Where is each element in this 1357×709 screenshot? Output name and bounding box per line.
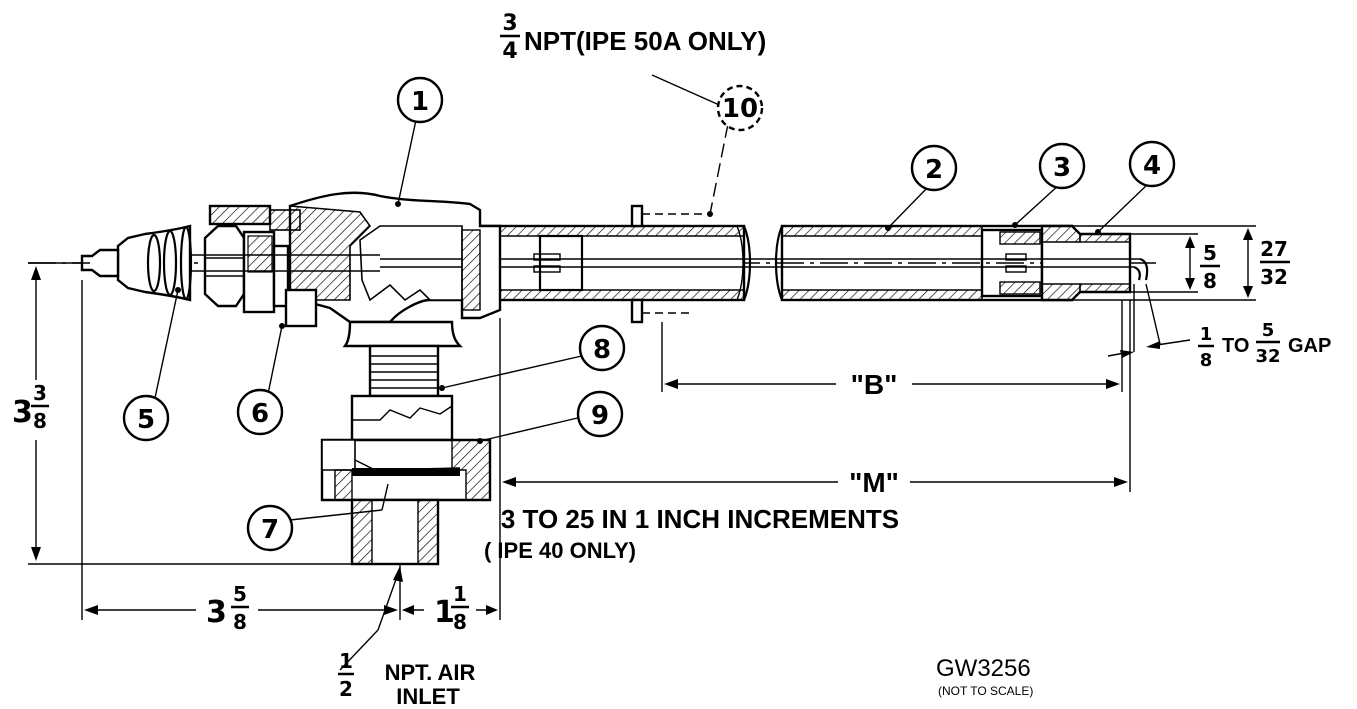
svg-text:NPT(IPE 50A ONLY): NPT(IPE 50A ONLY)	[524, 26, 766, 56]
diameter-5-8-label: 5 8	[1196, 240, 1224, 293]
svg-text:8: 8	[233, 610, 247, 634]
svg-text:8: 8	[1200, 350, 1213, 371]
pipe-flange	[630, 204, 705, 324]
svg-text:1: 1	[411, 87, 429, 117]
svg-text:32: 32	[1260, 265, 1288, 289]
svg-text:32: 32	[1255, 346, 1280, 367]
main-body	[269, 191, 502, 348]
svg-text:7: 7	[261, 515, 279, 545]
svg-text:9: 9	[591, 401, 609, 431]
svg-text:5: 5	[1203, 241, 1217, 265]
callout-8: 8	[578, 324, 626, 372]
svg-text:5: 5	[137, 405, 155, 435]
svg-text:4: 4	[502, 39, 517, 64]
callout-6: 6	[236, 388, 284, 436]
svg-text:2: 2	[925, 155, 943, 185]
callout-5: 5	[122, 394, 170, 442]
svg-text:1: 1	[339, 649, 353, 673]
svg-text:NPT. AIR: NPT. AIR	[385, 660, 476, 685]
svg-text:3: 3	[12, 395, 33, 430]
svg-text:4: 4	[1143, 151, 1161, 181]
tube-left-section	[460, 224, 752, 302]
svg-text:5: 5	[233, 582, 247, 606]
svg-text:3: 3	[502, 11, 517, 36]
svg-text:TO: TO	[1222, 335, 1249, 357]
callout-1: 1	[396, 76, 444, 124]
callout-9: 9	[576, 390, 624, 438]
callout-3: 3	[1038, 142, 1086, 190]
svg-text:8: 8	[453, 610, 467, 634]
svg-text:INLET: INLET	[396, 684, 460, 709]
left-width-label: 3 5 8	[206, 582, 249, 634]
scale-note: (NOT TO SCALE)	[938, 684, 1033, 698]
air-inlet-note: 1 2 NPT. AIR INLET	[338, 649, 476, 709]
leader-lines	[154, 74, 1149, 671]
gap-note: 1 8 TO 5 32 GAP	[1198, 320, 1331, 371]
svg-text:8: 8	[1203, 269, 1217, 293]
svg-text:1: 1	[434, 595, 455, 630]
m-dimension-label: "M"	[849, 467, 899, 498]
svg-text:GAP: GAP	[1288, 335, 1331, 357]
m-ipe40-note: ( IPE 40 ONLY)	[484, 538, 636, 563]
svg-text:5: 5	[1262, 320, 1275, 341]
height-dimension-label: 3 3 8	[6, 380, 54, 440]
union-fitting	[320, 394, 492, 566]
spark-plug	[80, 224, 462, 302]
svg-text:8: 8	[593, 335, 611, 365]
svg-text:2: 2	[339, 677, 353, 701]
callout-2: 2	[910, 144, 958, 192]
m-range-note: 3 TO 25 IN 1 INCH INCREMENTS	[501, 504, 899, 534]
right-width-label: 1 1 8	[434, 582, 469, 634]
hex-nut	[203, 204, 318, 328]
svg-text:3: 3	[206, 595, 227, 630]
svg-text:27: 27	[1260, 237, 1288, 261]
svg-text:1: 1	[453, 582, 467, 606]
pipe-nipple	[368, 344, 440, 398]
b-dimension-label: "B"	[851, 369, 898, 400]
svg-text:10: 10	[722, 94, 758, 124]
drawing-id: GW3256	[936, 655, 1031, 682]
svg-text:1: 1	[1200, 324, 1213, 345]
diameter-27-32-label: 27 32	[1256, 236, 1296, 289]
npt-top-note: 3 4 NPT(IPE 50A ONLY)	[500, 11, 766, 64]
callout-7: 7	[246, 504, 294, 552]
callout-4: 4	[1128, 140, 1176, 188]
svg-text:3: 3	[1053, 153, 1071, 183]
svg-text:8: 8	[33, 409, 47, 433]
svg-text:3: 3	[33, 381, 47, 405]
callout-10: 10	[716, 84, 764, 132]
svg-text:6: 6	[251, 399, 269, 429]
